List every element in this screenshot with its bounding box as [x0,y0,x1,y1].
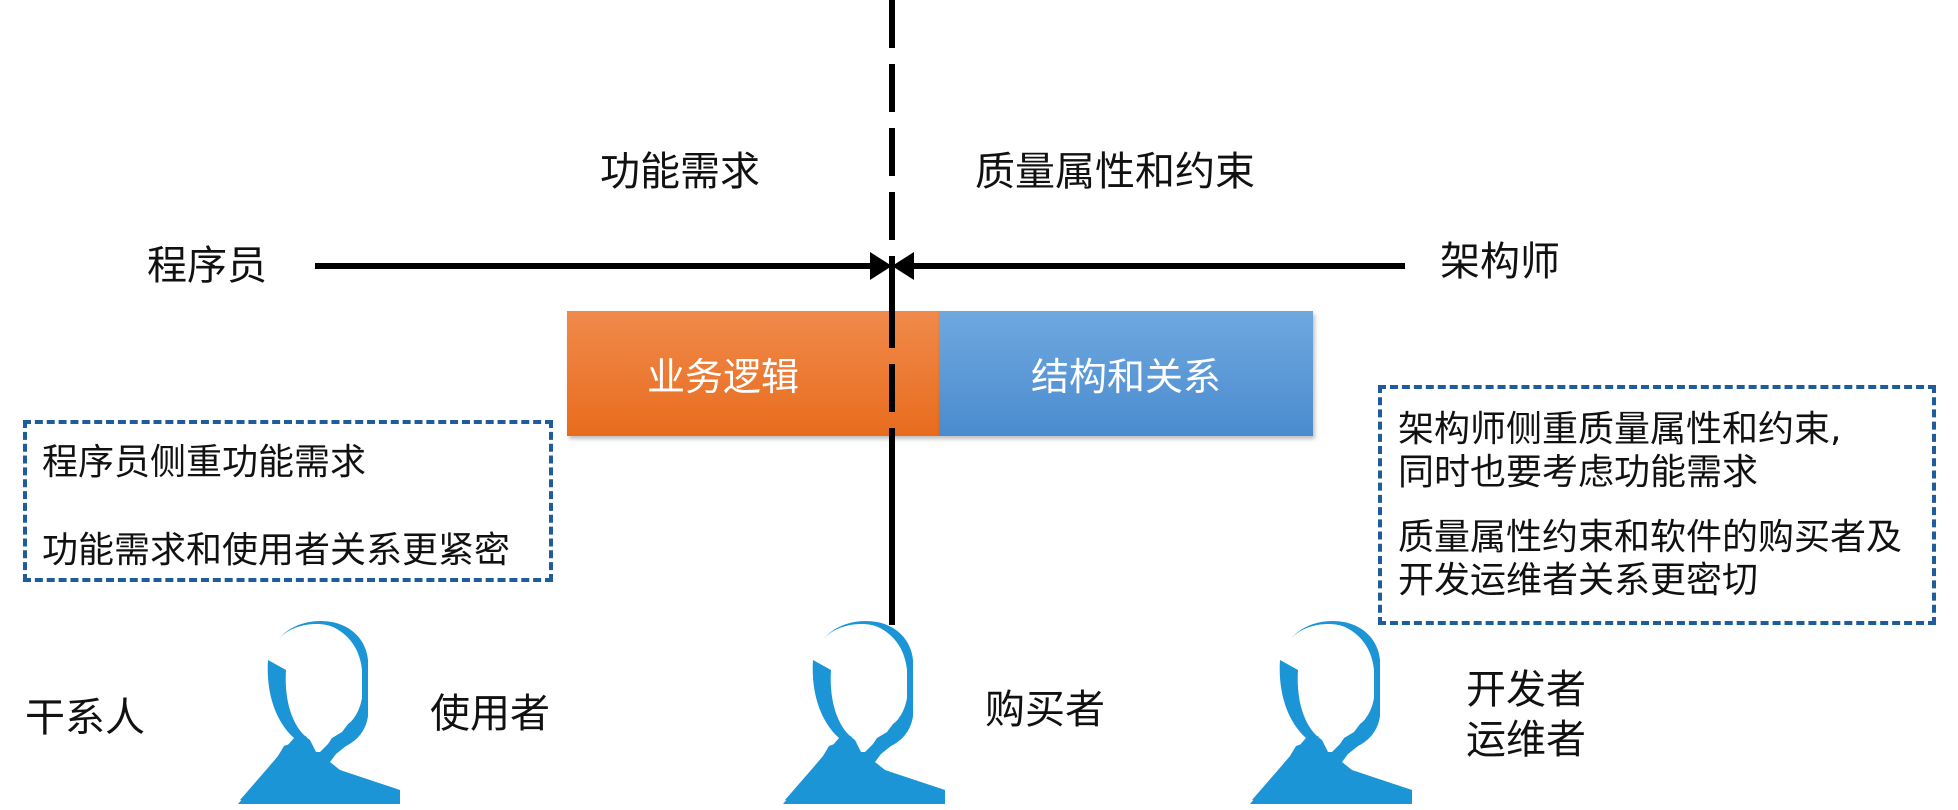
business-logic-block: 业务逻辑 [567,311,939,436]
person-icon [1250,620,1412,804]
programmer-arrowhead [870,252,892,280]
functional-requirements-label: 功能需求 [600,149,760,195]
architect-note-line-3: 质量属性约束和软件的购买者及 [1398,517,1903,558]
developer-label: 开发者 [1466,667,1586,713]
programmer-label: 程序员 [147,243,267,289]
architect-note: 架构师侧重质量属性和约束, 同时也要考虑功能需求 质量属性约束和软件的购买者及 … [1378,385,1936,625]
architect-arrowhead [892,252,914,280]
architect-note-line-2: 同时也要考虑功能需求 [1398,452,1759,493]
architect-note-line-1: 架构师侧重质量属性和约束, [1398,409,1842,450]
architect-note-line-4: 开发运维者关系更密切 [1398,560,1759,601]
structure-relations-label: 结构和关系 [1030,355,1221,399]
buyer-label: 购买者 [985,687,1105,733]
business-logic-label: 业务逻辑 [646,355,799,399]
programmer-note: 程序员侧重功能需求 功能需求和使用者关系更紧密 [23,420,553,582]
quality-constraints-label: 质量属性和约束 [975,149,1255,195]
person-icon [783,620,945,804]
stakeholder-label: 干系人 [25,695,145,741]
architect-label: 架构师 [1440,239,1560,285]
user-label: 使用者 [430,691,550,737]
programmer-note-line-2: 功能需求和使用者关系更紧密 [42,530,511,571]
person-icon [238,620,400,804]
structure-relations-block: 结构和关系 [939,311,1313,436]
operator-label: 运维者 [1466,717,1586,763]
programmer-note-line-1: 程序员侧重功能需求 [42,442,367,483]
